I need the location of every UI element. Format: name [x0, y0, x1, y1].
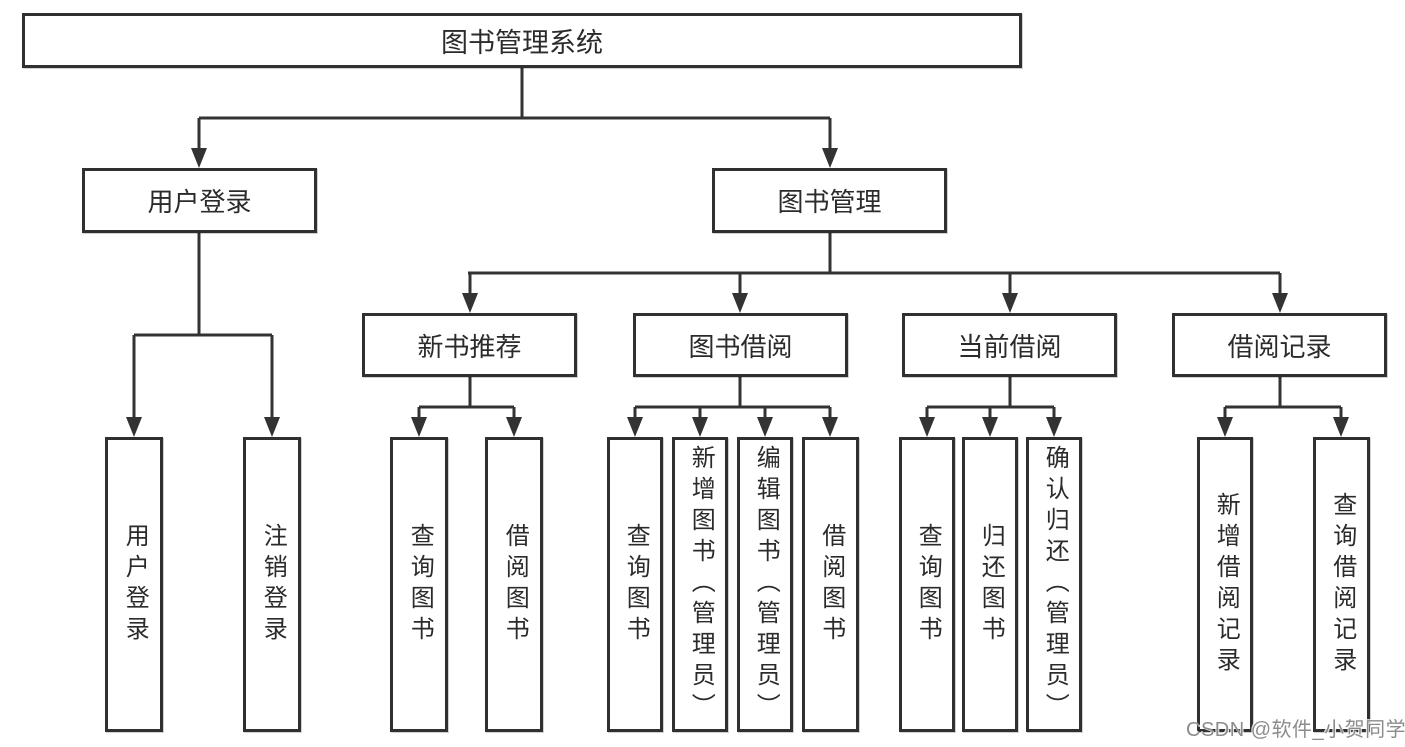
- connector-user-login: [132, 233, 274, 421]
- leaf-cb-query-books: 查询图书: [899, 437, 955, 732]
- arrowheads-level3: [462, 293, 1288, 313]
- node-book-borrowing: 图书借阅: [633, 313, 848, 377]
- leaf-bb-query-books: 查询图书: [607, 437, 663, 732]
- arrowheads-leaves: [126, 417, 1349, 437]
- node-library-system: 图书管理系统: [22, 13, 1022, 68]
- connector-book-management: [468, 233, 1282, 297]
- node-current-borrowing: 当前借阅: [902, 313, 1117, 377]
- leaf-bb-edit-books-admin: 编辑图书（管理员）: [737, 437, 793, 732]
- leaf-bb-borrow-books: 借阅图书: [802, 437, 859, 732]
- leaf-br-add-record: 新增借阅记录: [1197, 437, 1253, 732]
- leaf-bb-add-books-admin: 新增图书（管理员）: [672, 437, 728, 732]
- node-user-login: 用户登录: [82, 168, 317, 233]
- connector-new-book-recommend: [417, 377, 516, 421]
- leaf-logout: 注销登录: [243, 437, 301, 732]
- leaf-br-query-record: 查询借阅记录: [1313, 437, 1370, 732]
- leaf-cb-return-books: 归还图书: [962, 437, 1018, 732]
- arrowheads-level2: [191, 148, 838, 168]
- connector-borrowing-records: [1223, 377, 1343, 421]
- watermark: CSDN @软件_小贺同学: [1186, 719, 1405, 741]
- leaf-user-login: 用户登录: [105, 437, 163, 732]
- leaf-nbr-borrow-books: 借阅图书: [485, 437, 543, 732]
- leaf-nbr-query-books: 查询图书: [390, 437, 448, 732]
- node-new-book-recommend: 新书推荐: [362, 313, 577, 377]
- node-book-management: 图书管理: [712, 168, 947, 233]
- connector-root: [197, 68, 832, 152]
- node-borrowing-records: 借阅记录: [1172, 313, 1387, 377]
- connector-current-borrowing: [925, 377, 1056, 421]
- connector-book-borrowing: [633, 377, 832, 421]
- leaf-cb-confirm-return-admin: 确认归还（管理员）: [1026, 437, 1082, 732]
